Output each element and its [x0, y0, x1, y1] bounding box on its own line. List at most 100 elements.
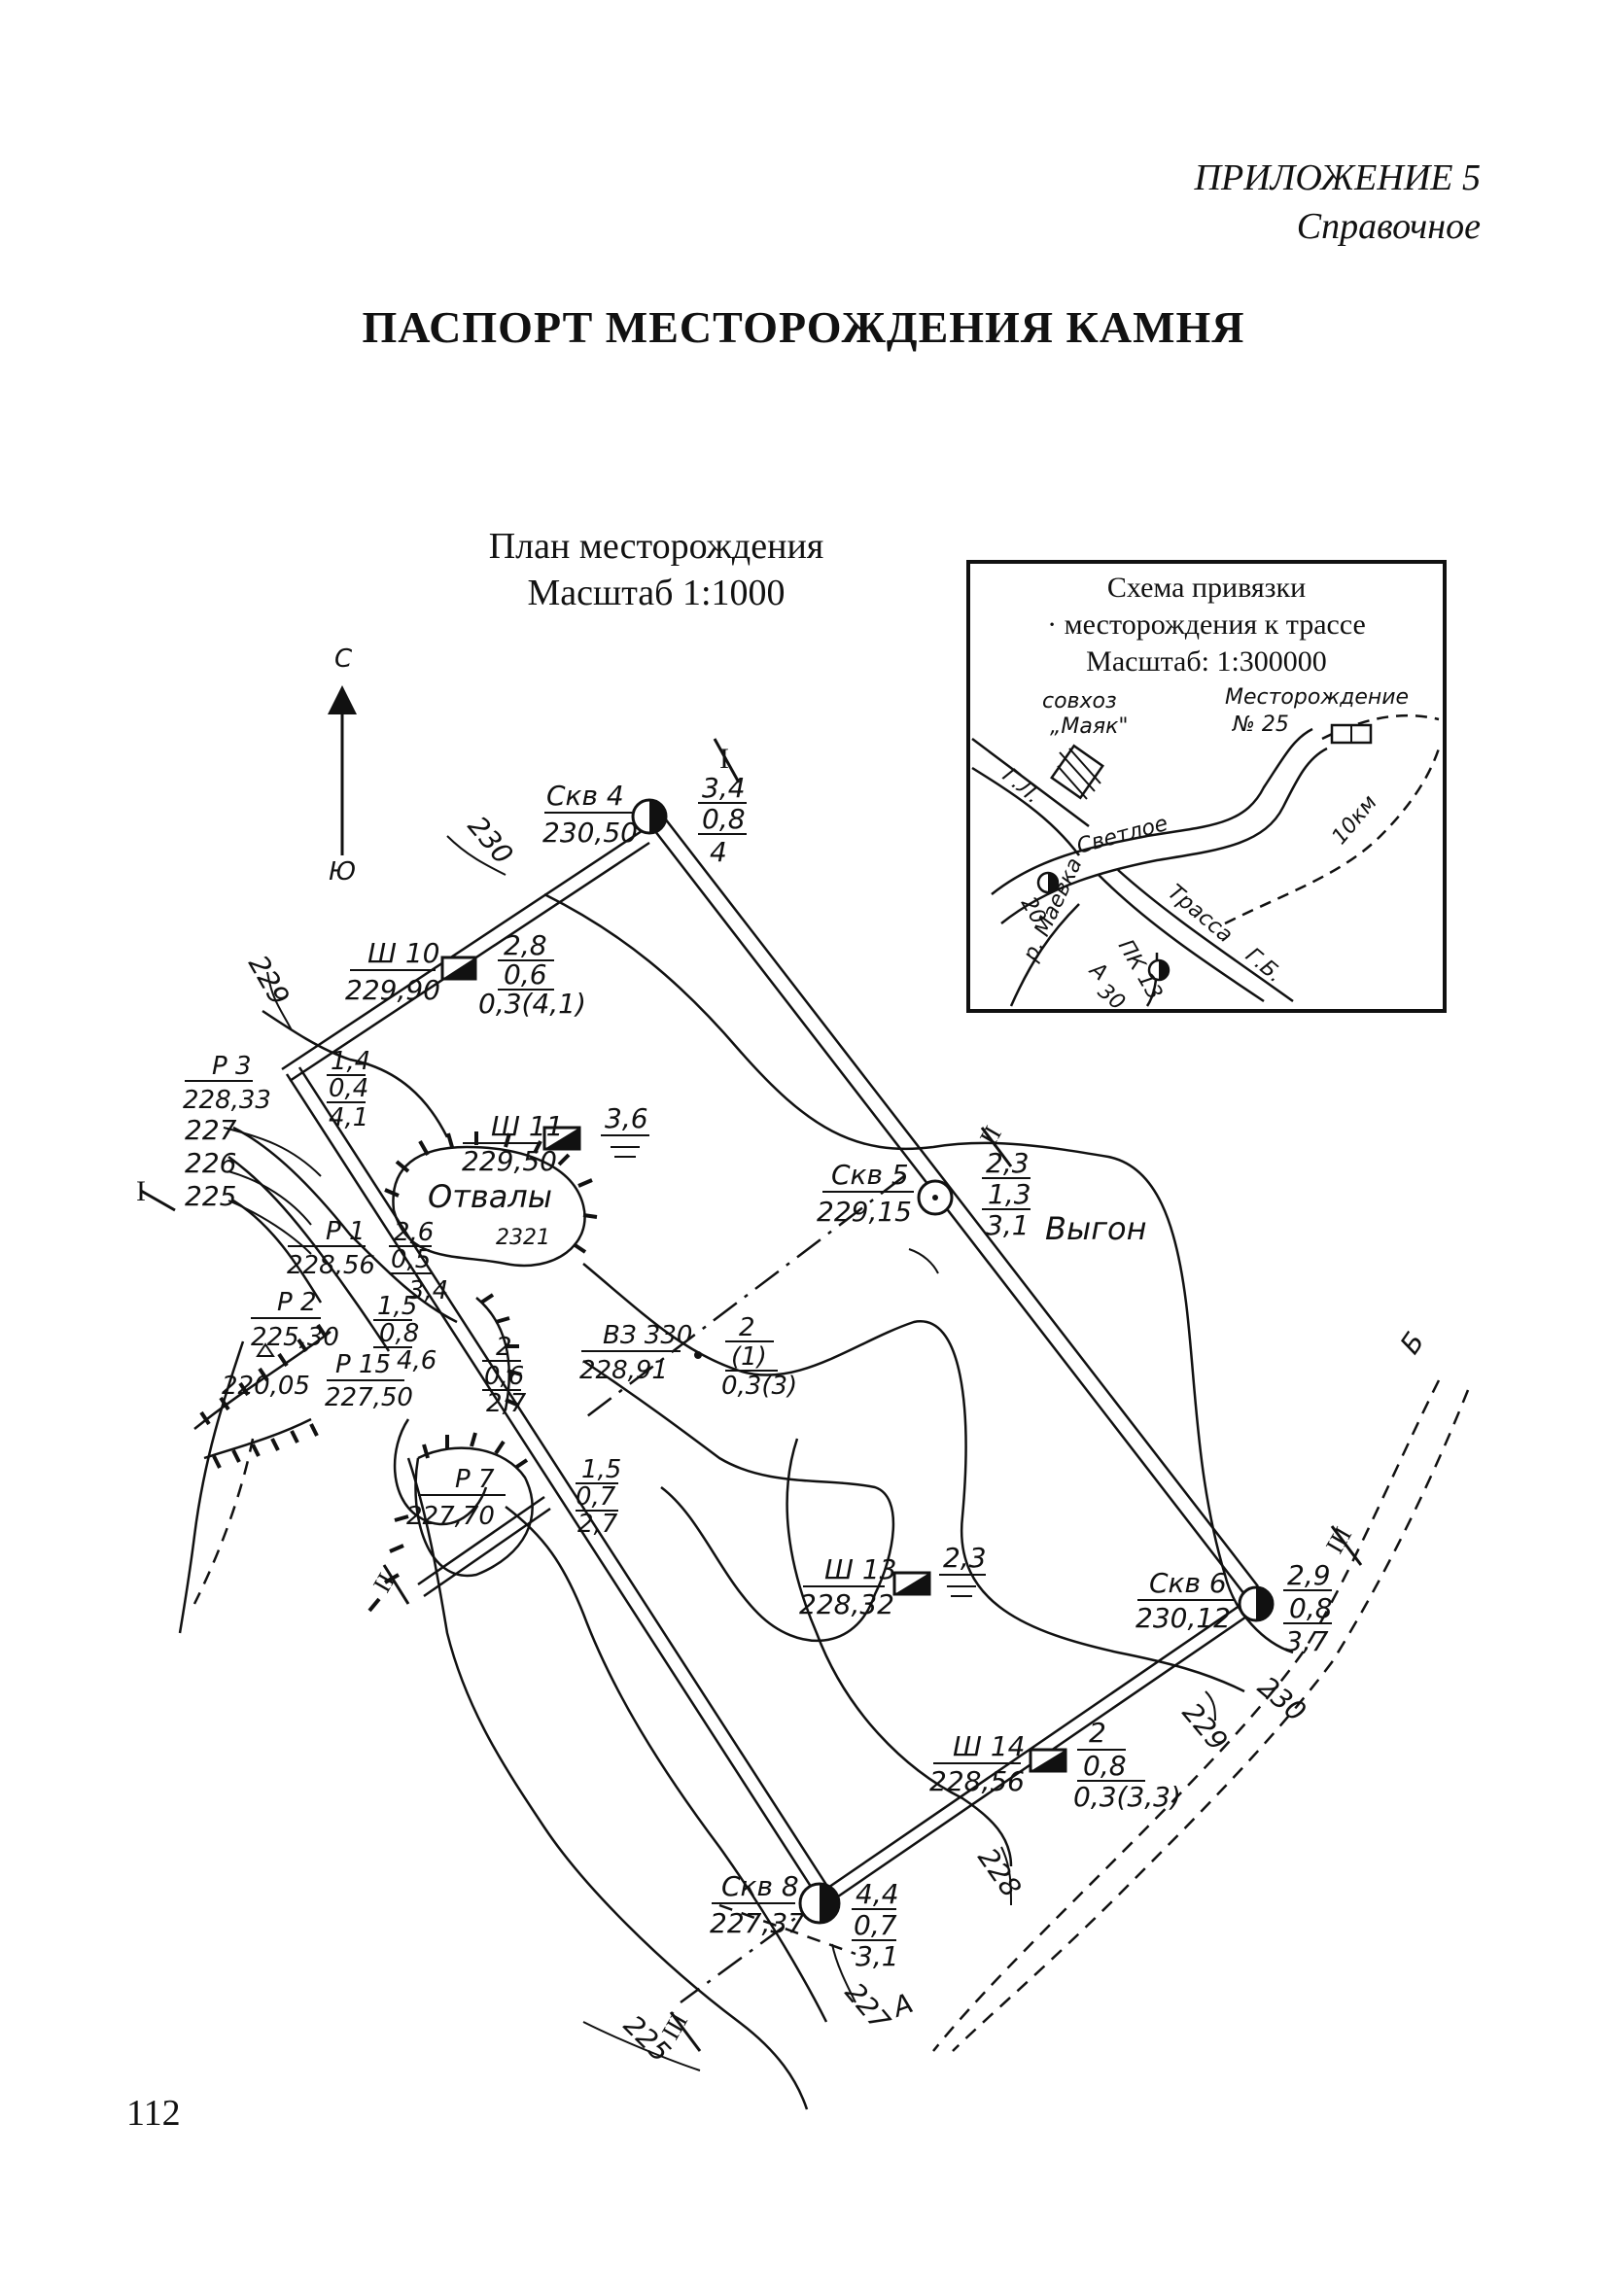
svg-text:1,5: 1,5: [581, 1455, 621, 1484]
contour-227: [232, 1126, 828, 2023]
pit-14-symbol: [1029, 1748, 1067, 1773]
svg-text:2: 2: [496, 1333, 512, 1362]
svg-text:Р 7: Р 7: [455, 1465, 495, 1494]
svg-text:1,3: 1,3: [988, 1178, 1031, 1210]
contour-228: [786, 1438, 1013, 1867]
area-labels: Отвалы Выгон Б А: [428, 1178, 1431, 2024]
svg-text:„Маяк": „Маяк": [1050, 714, 1129, 739]
north-label: С: [334, 644, 353, 674]
plan-scale: Масштаб 1:1000: [527, 573, 786, 613]
svg-text:0,4: 0,4: [329, 1074, 368, 1103]
svg-text:1,5: 1,5: [377, 1292, 417, 1321]
svg-text:Скв 6: Скв 6: [1149, 1567, 1227, 1599]
inset-lines: [971, 727, 1328, 1007]
hatch-marks: [199, 1131, 598, 1613]
well-4-symbol: [631, 798, 668, 835]
contour-label: 226: [185, 1147, 236, 1179]
svg-text:Ш 13: Ш 13: [824, 1553, 896, 1585]
svg-text:2,3: 2,3: [943, 1542, 987, 1574]
well-5-symbol: [917, 1179, 954, 1216]
svg-text:3,1: 3,1: [986, 1209, 1030, 1241]
svg-text:228,33: 228,33: [183, 1086, 271, 1115]
contour-label: 2321: [496, 1226, 550, 1250]
svg-text:2,3: 2,3: [986, 1147, 1030, 1179]
well-4-label: Скв 4 230,50 3,4 0,8 4: [542, 772, 747, 868]
svg-text:совхоз: совхоз: [1042, 689, 1117, 713]
svg-text:229,15: 229,15: [817, 1196, 912, 1228]
svg-text:0,8: 0,8: [1289, 1592, 1333, 1624]
svg-text:3,4: 3,4: [408, 1276, 448, 1305]
well-8-symbol: [798, 1882, 841, 1925]
section-label: II: [974, 1121, 1007, 1150]
contour-label: 229: [242, 950, 296, 1011]
svg-text:4,4: 4,4: [856, 1878, 899, 1910]
trench-1-label: Р 1 228,56 2,6 0,5 3,4: [287, 1217, 448, 1305]
svg-text:(1): (1): [731, 1342, 767, 1372]
svg-text:Месторождение: Месторождение: [1225, 685, 1409, 710]
pit-10-symbol: [440, 956, 477, 981]
appendix-label: ПРИЛОЖЕНИЕ 5: [1194, 157, 1481, 198]
pit-11-label: Ш 11 229,50 3,6: [462, 1102, 649, 1177]
pit-13-symbol: [892, 1571, 931, 1596]
svg-text:Р 1: Р 1: [326, 1217, 366, 1246]
svg-text:1,4: 1,4: [331, 1047, 370, 1076]
svg-text:4,1: 4,1: [329, 1103, 368, 1132]
svg-text:Р 15: Р 15: [335, 1350, 391, 1379]
svg-text:4: 4: [710, 836, 727, 868]
inset-scale: Масштаб: 1:300000: [1086, 645, 1327, 678]
svg-text:Ш 11: Ш 11: [491, 1110, 563, 1142]
section-label: I: [719, 743, 729, 775]
svg-text:2: 2: [739, 1313, 755, 1342]
svg-text:Р 3: Р 3: [212, 1052, 252, 1081]
svg-text:2: 2: [1089, 1717, 1106, 1749]
inset-title: Схема привязки: [1107, 572, 1306, 604]
svg-text:0,3(3,3): 0,3(3,3): [1073, 1781, 1181, 1813]
contour-label: 228: [971, 1842, 1028, 1903]
plan-caption: План месторождения Масштаб 1:1000: [437, 523, 875, 616]
section-label: I: [136, 1175, 146, 1207]
well-symbols: [631, 798, 1275, 1925]
other-labels: ВЗ 330 228,91 2 (1) 0,3(3) 220,05 2 0,6 …: [222, 1313, 797, 1418]
svg-text:228,32: 228,32: [799, 1588, 894, 1620]
svg-text:0,7: 0,7: [576, 1482, 616, 1512]
svg-text:4,6: 4,6: [397, 1346, 437, 1375]
contour-label: 229: [1176, 1696, 1235, 1757]
svg-text:230,50: 230,50: [542, 817, 638, 849]
svg-text:227,37: 227,37: [710, 1907, 805, 1939]
svg-text:ВЗ 330: ВЗ 330: [603, 1321, 692, 1350]
spoil-area-label: Отвалы: [428, 1178, 552, 1215]
svg-text:230,12: 230,12: [1135, 1602, 1231, 1634]
pit-symbols: [440, 956, 1067, 1773]
svg-text:228,56: 228,56: [929, 1765, 1025, 1797]
inset-title2: · месторождения к трассе: [1047, 609, 1366, 641]
page-number: 112: [126, 2093, 181, 2134]
svg-text:Ш 10: Ш 10: [367, 937, 439, 969]
contour-inner: [582, 1359, 895, 1643]
label-leaders: [223, 835, 1216, 2071]
point-2-label: 2 0,6 2,7: [482, 1333, 527, 1418]
svg-text:Р 2: Р 2: [277, 1288, 317, 1317]
well-5-label: Скв 5 229,15 2,3 1,3 3,1: [817, 1147, 1031, 1241]
svg-text:229,50: 229,50: [462, 1145, 557, 1177]
svg-text:2,7: 2,7: [577, 1510, 618, 1539]
trench-2-label: Р 2 225,30: [251, 1288, 339, 1352]
well-6-label: Скв 6 230,12 2,9 0,8 3,7: [1135, 1559, 1333, 1657]
contour-226: [227, 1155, 391, 1352]
appendix-header: ПРИЛОЖЕНИЕ 5 Справочное: [1195, 154, 1481, 251]
svg-text:0,3(4,1): 0,3(4,1): [478, 988, 586, 1020]
pit-11-symbol: [542, 1126, 581, 1151]
appendix-note: Справочное: [1296, 206, 1481, 247]
pit-14-label: Ш 14 228,56 2 0,8 0,3(3,3): [929, 1717, 1181, 1813]
svg-text:2,8: 2,8: [504, 929, 547, 961]
contour-label: 227: [185, 1114, 237, 1146]
svg-text:Скв 8: Скв 8: [721, 1870, 799, 1902]
svg-text:№ 25: № 25: [1232, 713, 1289, 737]
inset-map: Схема привязки · месторождения к трассе …: [966, 560, 1447, 1016]
plan-title: План месторождения: [488, 526, 824, 567]
trench-7-label: Р 7 227,70 1,5 0,7 2,7: [406, 1455, 621, 1539]
svg-text:0,8: 0,8: [702, 803, 746, 835]
contour-label: 230: [1252, 1670, 1312, 1728]
svg-text:2,6: 2,6: [394, 1218, 434, 1247]
section-markers: [140, 738, 1363, 2052]
svg-text:0,5: 0,5: [391, 1245, 431, 1274]
